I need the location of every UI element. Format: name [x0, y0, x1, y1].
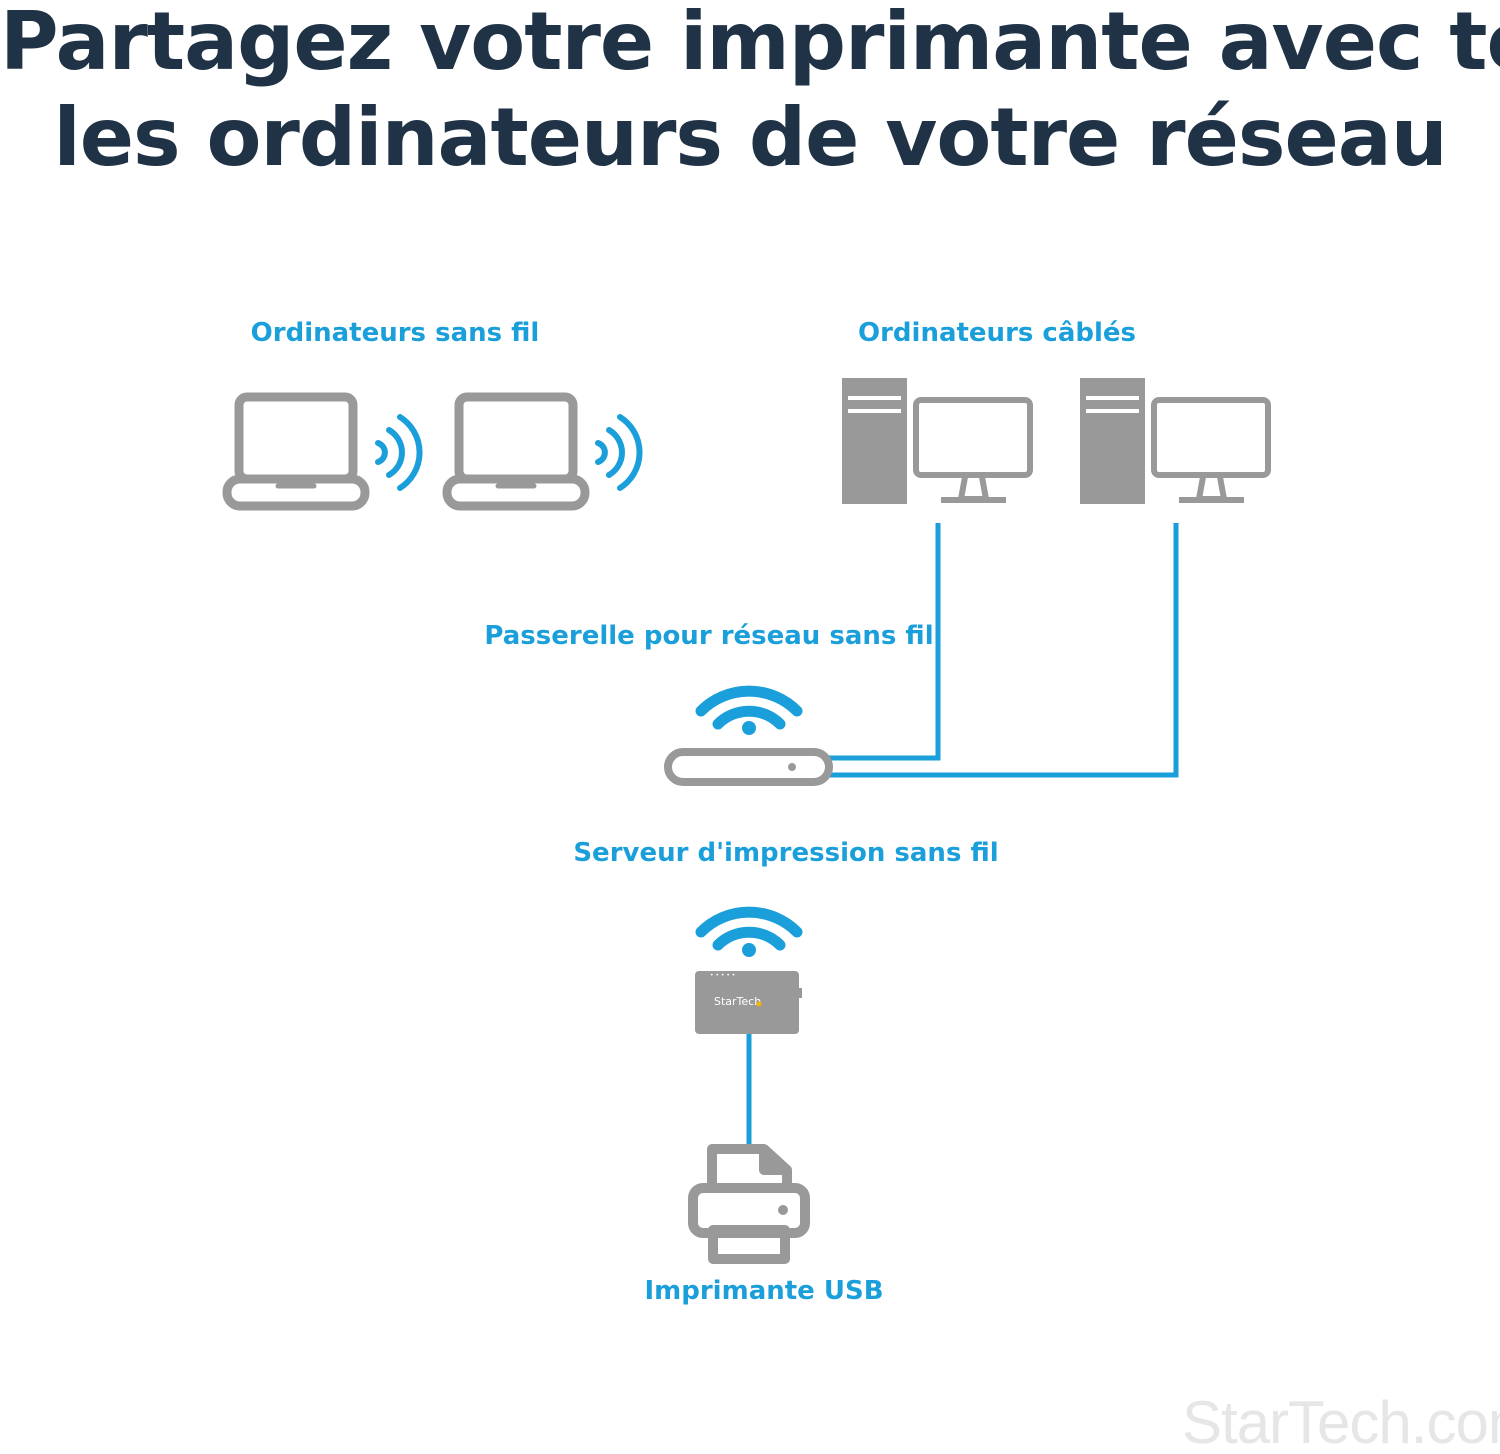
ethernet-cables [746, 523, 1179, 1146]
label-gateway: Passerelle pour réseau sans fil [484, 621, 934, 651]
wireless-signal-icon [595, 414, 643, 491]
title-line-2: les ordinateurs de votre réseau [53, 91, 1447, 184]
laptop-icon [442, 392, 590, 511]
desktop-computer-icon [842, 378, 1033, 504]
printer-icon [688, 1144, 810, 1264]
wifi-icon [695, 685, 803, 735]
svg-text:• • • • •: • • • • • [710, 972, 735, 979]
laptop-icon [222, 392, 370, 511]
router-icon [664, 748, 833, 786]
device-brand: StarTech [714, 995, 761, 1008]
wifi-icon [695, 906, 803, 957]
print-server-device: • • • • • StarTech [695, 971, 802, 1034]
label-wireless-computers: Ordinateurs sans fil [250, 318, 540, 348]
title-line-1: Partagez votre imprimante avec tous [0, 0, 1500, 88]
label-print-server: Serveur d'impression sans fil [573, 838, 999, 868]
label-printer: Imprimante USB [644, 1276, 884, 1306]
label-wired-computers: Ordinateurs câblés [857, 318, 1137, 348]
desktop-computer-icon [1080, 378, 1271, 504]
wireless-signal-icon [375, 414, 423, 491]
watermark-logo: StarTech.com [1182, 1389, 1500, 1454]
